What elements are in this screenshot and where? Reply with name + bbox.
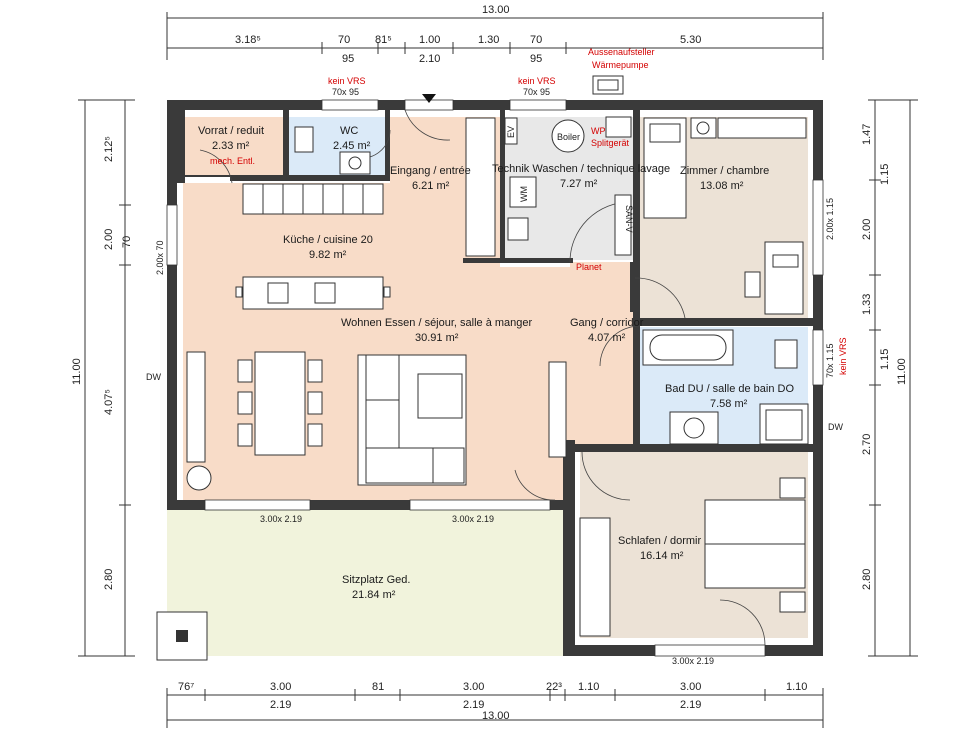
dim-left-sub: 70 [121, 236, 133, 248]
kein-vrs-2: kein VRS [518, 76, 556, 86]
label-bad: Bad DU / salle de bain DO [665, 383, 794, 395]
splitgeraet: Splitgerät [591, 138, 630, 148]
label-wc: WC [340, 125, 358, 137]
dim-top-sub-2: 2.10 [419, 53, 440, 65]
win-200x70: 2.00x 70 [155, 240, 165, 275]
dim-right-7: 2.80 [861, 569, 873, 590]
win-300x219-2: 3.00x 2.19 [452, 514, 494, 524]
area-wc: 2.45 m² [333, 140, 371, 152]
dim-bottom-sub-3: 2.19 [680, 699, 701, 711]
dim-bottom-7: 3.00 [680, 681, 701, 693]
dim-top-7: 5.30 [680, 34, 701, 46]
dim-left-1: 2.12⁵ [103, 136, 115, 162]
dim-top-5: 1.30 [478, 34, 499, 46]
dw-left: DW [146, 372, 161, 382]
dim-bottom-8: 1.10 [786, 681, 807, 693]
wp-label: WP [591, 126, 606, 136]
dim-right-1: 1.47 [861, 124, 873, 145]
dim-right-total: 11.00 [896, 358, 908, 385]
dim-top-3: 81⁵ [375, 34, 392, 46]
area-vorrat: 2.33 m² [212, 140, 250, 152]
entrance-marker [422, 94, 436, 103]
room-vorrat-fill [183, 117, 283, 177]
planet: Planet [576, 262, 602, 272]
area-kueche: 9.82 m² [309, 249, 347, 261]
area-sitzplatz: 21.84 m² [352, 589, 396, 601]
dw-right: DW [828, 422, 843, 432]
room-gang-fill [570, 262, 635, 450]
label-eingang: Eingang / entrée [390, 165, 471, 177]
dim-top-sub-3: 95 [530, 53, 542, 65]
win-70x115: 70x 1.15 [825, 343, 835, 378]
win-300x219-1: 3.00x 2.19 [260, 514, 302, 524]
dimension-texts: 13.00 3.18⁵ 70 81⁵ 1.00 1.30 70 5.30 95 … [71, 4, 908, 722]
note-mech-entl: mech. Entl. [210, 156, 255, 166]
dim-bottom-total: 13.00 [482, 710, 510, 722]
win-200x115: 2.00x 1.15 [825, 198, 835, 240]
windows [166, 99, 824, 657]
label-vorrat: Vorrat / reduit [198, 125, 264, 137]
dim-left-total: 11.00 [71, 358, 83, 385]
win-300x219-3: 3.00x 2.19 [672, 656, 714, 666]
dim-top-2: 70 [338, 34, 350, 46]
waermepumpe: Wärmepumpe [592, 60, 649, 70]
dim-bottom-6: 1.10 [578, 681, 599, 693]
wm-label: WM [519, 186, 529, 202]
dim-bottom-3: 81 [372, 681, 384, 693]
dim-bottom-5: 22³ [546, 681, 562, 693]
label-gang: Gang / corridor [570, 317, 644, 329]
area-wohnen: 30.91 m² [415, 332, 459, 344]
win-70x95-1: 70x 95 [332, 87, 359, 97]
label-zimmer: Zimmer / chambre [680, 165, 769, 177]
dim-top-6: 70 [530, 34, 542, 46]
furniture [156, 75, 809, 661]
win-70x95-2: 70x 95 [523, 87, 550, 97]
label-kueche: Küche / cuisine 20 [283, 234, 373, 246]
label-technik: Technik Waschen / technique lavage [492, 163, 670, 175]
boiler: Boiler [557, 132, 580, 142]
dim-right-3: 2.00 [861, 219, 873, 240]
dim-left-2: 2.00 [103, 229, 115, 250]
dim-top-sub-1: 95 [342, 53, 354, 65]
area-schlafen: 16.14 m² [640, 550, 684, 562]
dim-right-5: 1.15 [879, 349, 891, 370]
dim-top-4: 1.00 [419, 34, 440, 46]
dim-right-4: 1.33 [861, 294, 873, 315]
dim-bottom-4: 3.00 [463, 681, 484, 693]
aussenaufsteller: Aussenaufsteller [588, 47, 655, 57]
area-gang: 4.07 m² [588, 332, 626, 344]
san-v-label: SAN-V [624, 205, 634, 233]
dim-left-3: 4.07⁵ [103, 389, 115, 415]
ev-label: EV [506, 126, 516, 138]
dim-bottom-1: 76⁷ [178, 681, 194, 693]
dim-bottom-sub-1: 2.19 [270, 699, 291, 711]
area-technik: 7.27 m² [560, 178, 598, 190]
dimension-lines [78, 12, 918, 728]
annotations: kein VRS 70x 95 kein VRS 70x 95 Aussenau… [146, 47, 848, 666]
kein-vrs-right: kein VRS [838, 337, 848, 375]
dim-bottom-sub-2: 2.19 [463, 699, 484, 711]
kein-vrs-1: kein VRS [328, 76, 366, 86]
room-sitzplatz-fill [167, 508, 565, 656]
dim-left-4: 2.80 [103, 569, 115, 590]
dim-top-total: 13.00 [482, 4, 510, 16]
dim-top-1: 3.18⁵ [235, 34, 261, 46]
area-zimmer: 13.08 m² [700, 180, 744, 192]
label-schlafen: Schlafen / dormir [618, 535, 701, 547]
dim-bottom-2: 3.00 [270, 681, 291, 693]
label-sitzplatz: Sitzplatz Ged. [342, 574, 410, 586]
label-wohnen: Wohnen Essen / séjour, salle à manger [341, 317, 533, 329]
area-eingang: 6.21 m² [412, 180, 450, 192]
dim-right-6: 2.70 [861, 434, 873, 455]
area-bad: 7.58 m² [710, 398, 748, 410]
room-labels: Vorrat / reduit 2.33 m² mech. Entl. WC 2… [198, 125, 794, 601]
dim-right-2: 1.15 [879, 164, 891, 185]
